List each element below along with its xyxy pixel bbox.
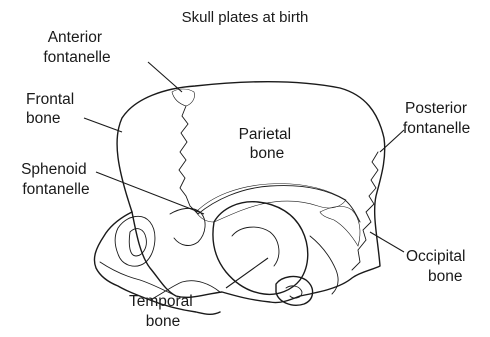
label-frontal-bone: Frontal bone — [26, 91, 79, 127]
leader-posterior-fontanelle — [380, 130, 404, 152]
occipital-curve — [310, 236, 338, 294]
label-posterior-fontanelle: Posterior fontanelle — [403, 100, 471, 137]
anterior-fontanelle-shape — [172, 89, 195, 106]
coronal-suture — [179, 106, 198, 214]
labels: Anterior fontanelle Frontal bone Parieta… — [21, 29, 471, 330]
skull-illustration — [94, 82, 384, 315]
ear-region — [276, 277, 313, 306]
label-sphenoid-fontanelle: Sphenoid fontanelle — [21, 161, 91, 198]
ear-inner — [286, 286, 302, 298]
cranium-outline — [117, 82, 385, 303]
cheek-line — [100, 262, 176, 296]
temporal-bone-shape — [213, 202, 308, 295]
occipital-suture-band — [320, 206, 360, 246]
label-parietal-bone: Parietal bone — [239, 126, 296, 162]
label-occipital-bone: Occipital bone — [406, 248, 470, 285]
squamosal-suture — [198, 186, 360, 222]
eye-socket-inner — [129, 229, 146, 256]
label-anterior-fontanelle: Anterior fontanelle — [43, 29, 110, 66]
sphenoid-edge — [170, 208, 205, 245]
leader-frontal-bone — [84, 118, 122, 132]
leader-temporal-bone — [226, 258, 268, 288]
label-temporal-bone: Temporal bone — [129, 293, 197, 330]
temporal-inner — [232, 227, 279, 266]
leader-occipital-bone — [370, 232, 404, 252]
diagram-title: Skull plates at birth — [182, 9, 309, 26]
leader-sphenoid-fontanelle — [96, 172, 204, 214]
leader-anterior-fontanelle — [148, 62, 182, 92]
